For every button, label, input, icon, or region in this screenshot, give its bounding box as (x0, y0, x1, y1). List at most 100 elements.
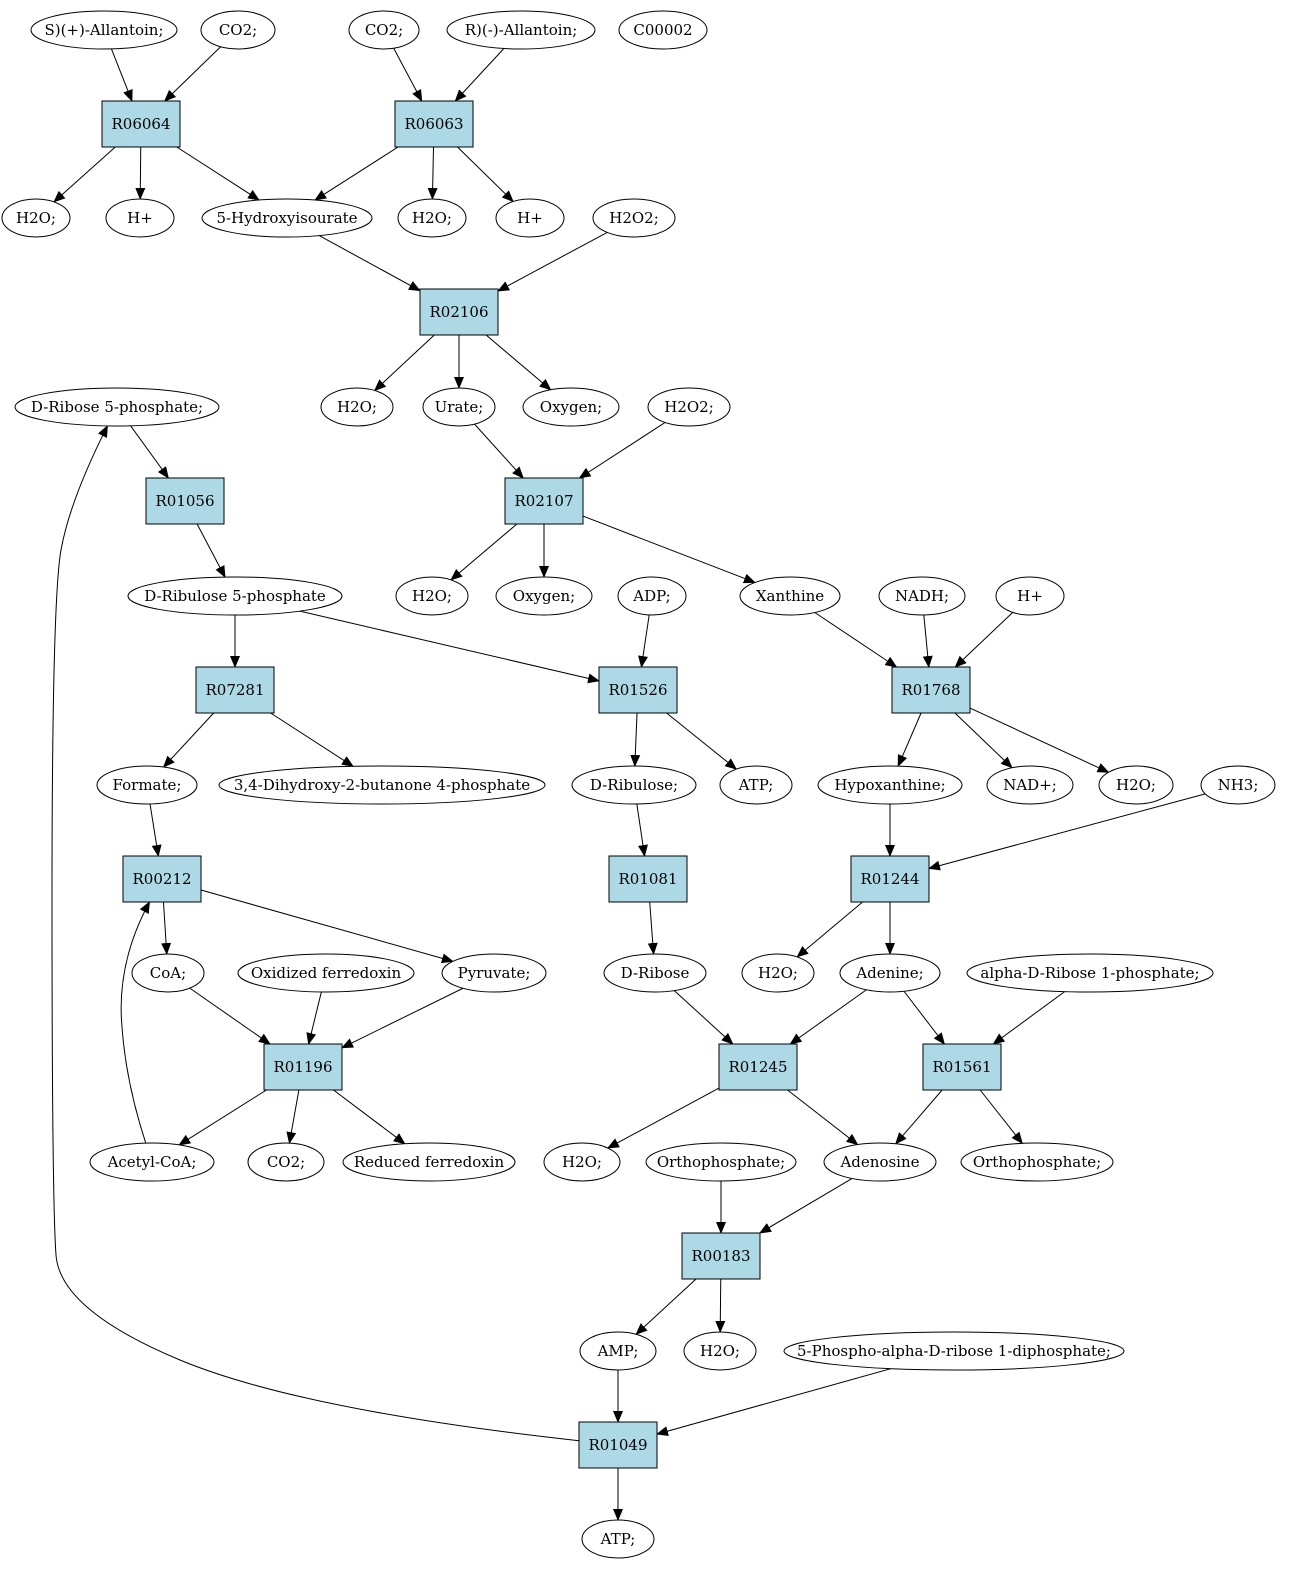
compound-node-r-allantoin[interactable]: R)(-)-Allantoin; (446, 10, 596, 50)
compound-node-atp-a[interactable]: ATP; (719, 765, 793, 805)
reaction-node-r01245[interactable]: R01245 (718, 1043, 798, 1091)
compound-ellipse (446, 10, 596, 50)
node-label: H2O; (758, 964, 798, 982)
compound-node-c00002[interactable]: C00002 (618, 10, 708, 50)
edge-r01196-to-acetylcoa (178, 1089, 267, 1146)
compound-node-nad[interactable]: NAD+; (986, 765, 1074, 805)
compound-node-s-allantoin[interactable]: S)(+)-Allantoin; (30, 10, 178, 50)
edge-r02106-to-h2o_c (374, 334, 435, 392)
compound-node-nadh[interactable]: NADH; (878, 576, 966, 616)
node-label: H2O; (337, 398, 377, 416)
compound-node-adenine[interactable]: Adenine; (839, 953, 941, 993)
reaction-node-r01081[interactable]: R01081 (608, 855, 688, 903)
node-label: Xanthine (756, 587, 824, 605)
compound-node-orthophosphate-b[interactable]: Orthophosphate; (960, 1142, 1114, 1182)
node-label: ATP; (600, 1530, 636, 1548)
compound-node-h2o2-a[interactable]: H2O2; (592, 198, 676, 238)
compound-node-h2o-b[interactable]: H2O; (397, 198, 467, 238)
node-label: R01768 (901, 681, 960, 699)
compound-ellipse (603, 953, 707, 993)
node-label: R01244 (860, 870, 919, 888)
node-label: alpha-D-Ribose 1-phosphate; (980, 964, 1199, 982)
compound-node-ribose5p[interactable]: D-Ribose 5-phosphate; (14, 387, 220, 427)
compound-node-hplus-a[interactable]: H+ (105, 198, 175, 238)
compound-node-oxygen-a[interactable]: Oxygen; (522, 387, 620, 427)
reaction-node-r01526[interactable]: R01526 (598, 666, 678, 714)
reaction-node-r06063[interactable]: R06063 (394, 100, 474, 148)
edge-r06063-to-h2o_b (427, 146, 438, 201)
edge-alpha_ribose1p-to-r01561 (992, 991, 1065, 1045)
compound-node-amp[interactable]: AMP; (579, 1331, 657, 1371)
compound-node-ribulose5p[interactable]: D-Ribulose 5-phosphate (127, 576, 343, 616)
reaction-node-r01768[interactable]: R01768 (891, 666, 971, 714)
compound-node-atp-b[interactable]: ATP; (581, 1519, 655, 1559)
compound-node-dihydroxybutanone[interactable]: 3,4-Dihydroxy-2-butanone 4-phosphate (218, 765, 546, 805)
reaction-node-r02106[interactable]: R02106 (419, 288, 499, 336)
edge-hydroxyisourate-to-r02106 (318, 235, 421, 292)
nodes: S)(+)-Allantoin; CO2; CO2; R)(-)-Allantoin;… (1, 10, 1276, 1559)
reaction-node-r00183[interactable]: R00183 (681, 1232, 761, 1280)
compound-node-h2o-c[interactable]: H2O; (320, 387, 394, 427)
reaction-node-r01049[interactable]: R01049 (578, 1421, 658, 1469)
reaction-box (718, 1043, 798, 1091)
compound-node-co2-a[interactable]: CO2; (200, 10, 276, 50)
compound-node-prpp[interactable]: 5-Phospho-alpha-D-ribose 1-diphosphate; (783, 1331, 1125, 1371)
compound-node-hydroxyisourate[interactable]: 5-Hydroxyisourate (201, 198, 373, 238)
compound-ellipse (986, 765, 1074, 805)
reaction-node-r01561[interactable]: R01561 (922, 1043, 1002, 1091)
compound-node-adp[interactable]: ADP; (617, 576, 687, 616)
compound-node-h2o-d[interactable]: H2O; (395, 576, 469, 616)
compound-node-adenosine[interactable]: Adenosine (823, 1142, 937, 1182)
node-label: D-Ribulose; (590, 776, 678, 794)
compound-node-h2o-g[interactable]: H2O; (543, 1142, 621, 1182)
compound-ellipse (1, 198, 71, 238)
node-label: CO2; (219, 21, 257, 39)
edge-nh3-to-r01244 (928, 793, 1206, 871)
compound-node-orthophosphate-a[interactable]: Orthophosphate; (645, 1142, 797, 1182)
reaction-node-r06064[interactable]: R06064 (101, 100, 181, 148)
compound-node-nh3[interactable]: NH3; (1200, 765, 1276, 805)
reaction-node-r01056[interactable]: R01056 (145, 477, 225, 525)
compound-node-h2o-e[interactable]: H2O; (1098, 765, 1174, 805)
compound-node-coa[interactable]: CoA; (131, 953, 205, 993)
compound-node-red-ferredoxin[interactable]: Reduced ferredoxin (342, 1142, 516, 1182)
compound-node-hplus-c[interactable]: H+ (995, 576, 1065, 616)
compound-node-alpha-ribose1p[interactable]: alpha-D-Ribose 1-phosphate; (966, 953, 1214, 993)
reaction-box (681, 1232, 761, 1280)
compound-node-formate[interactable]: Formate; (96, 765, 198, 805)
compound-node-d-ribulose[interactable]: D-Ribulose; (571, 765, 697, 805)
compound-node-ox-ferredoxin[interactable]: Oxidized ferredoxin (237, 953, 415, 993)
reaction-node-r01196[interactable]: R01196 (263, 1043, 343, 1091)
compound-node-co2-b[interactable]: CO2; (348, 10, 420, 50)
compound-node-h2o2-b[interactable]: H2O2; (647, 387, 731, 427)
compound-node-h2o-h[interactable]: H2O; (683, 1331, 757, 1371)
edge-prpp-to-r01049 (656, 1368, 892, 1436)
edge-formate-to-r00212 (149, 803, 162, 857)
reaction-node-r07281[interactable]: R07281 (195, 666, 275, 714)
compound-node-acetylcoa[interactable]: Acetyl-CoA; (89, 1142, 215, 1182)
compound-node-urate[interactable]: Urate; (422, 387, 496, 427)
reaction-node-r02107[interactable]: R02107 (504, 477, 584, 525)
compound-node-hypoxanthine[interactable]: Hypoxanthine; (817, 765, 963, 805)
compound-ellipse (30, 10, 178, 50)
compound-node-xanthine[interactable]: Xanthine (739, 576, 841, 616)
compound-node-h2o-a[interactable]: H2O; (1, 198, 71, 238)
reaction-node-r01244[interactable]: R01244 (850, 855, 930, 903)
edge-r01561-to-orthophosphate_b (979, 1089, 1023, 1145)
edge-r01561-to-adenosine (895, 1089, 943, 1145)
compound-node-co2-c[interactable]: CO2; (247, 1142, 325, 1182)
compound-node-d-ribose[interactable]: D-Ribose (603, 953, 707, 993)
compound-ellipse (131, 953, 205, 993)
node-label: C00002 (633, 21, 692, 39)
edge-r01526-to-atp_a (666, 712, 738, 770)
compound-node-oxygen-b[interactable]: Oxygen; (495, 576, 593, 616)
compound-node-pyruvate[interactable]: Pyruvate; (441, 953, 547, 993)
compound-node-h2o-f[interactable]: H2O; (741, 953, 815, 993)
node-label: R00183 (691, 1247, 750, 1265)
compound-ellipse (783, 1331, 1125, 1371)
node-label: AMP; (597, 1342, 639, 1360)
compound-node-hplus-b[interactable]: H+ (495, 198, 565, 238)
reaction-node-r00212[interactable]: R00212 (122, 855, 202, 903)
node-label: Acetyl-CoA; (107, 1153, 197, 1171)
node-label: H2O; (1116, 776, 1156, 794)
